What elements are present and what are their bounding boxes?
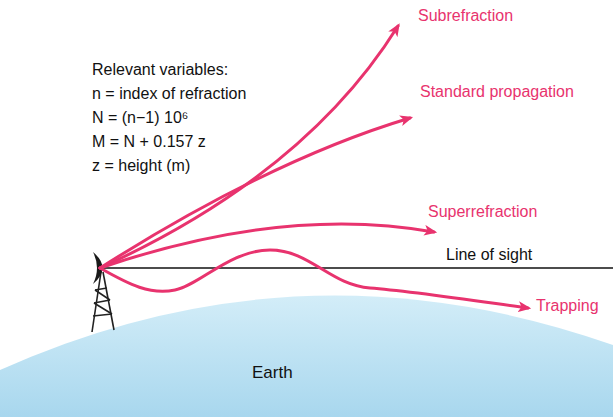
region-label: Earth (252, 363, 293, 383)
ray-label: Subrefraction (418, 6, 513, 25)
line-label: Line of sight (446, 245, 532, 264)
variable-definition: z = height (m) (92, 156, 190, 175)
superrefraction-ray (100, 224, 434, 268)
ray-label: Superrefraction (428, 202, 537, 221)
line-of-sight (100, 267, 613, 269)
ray-label: Trapping (536, 296, 599, 315)
variables-heading: Relevant variables: (92, 60, 228, 79)
ray-label: Standard propagation (420, 82, 574, 101)
variable-definition: n = index of refraction (92, 84, 246, 103)
variable-definition: N = (n−1) 10⁶ (92, 108, 188, 127)
variable-definition: M = N + 0.157 z (92, 132, 206, 151)
